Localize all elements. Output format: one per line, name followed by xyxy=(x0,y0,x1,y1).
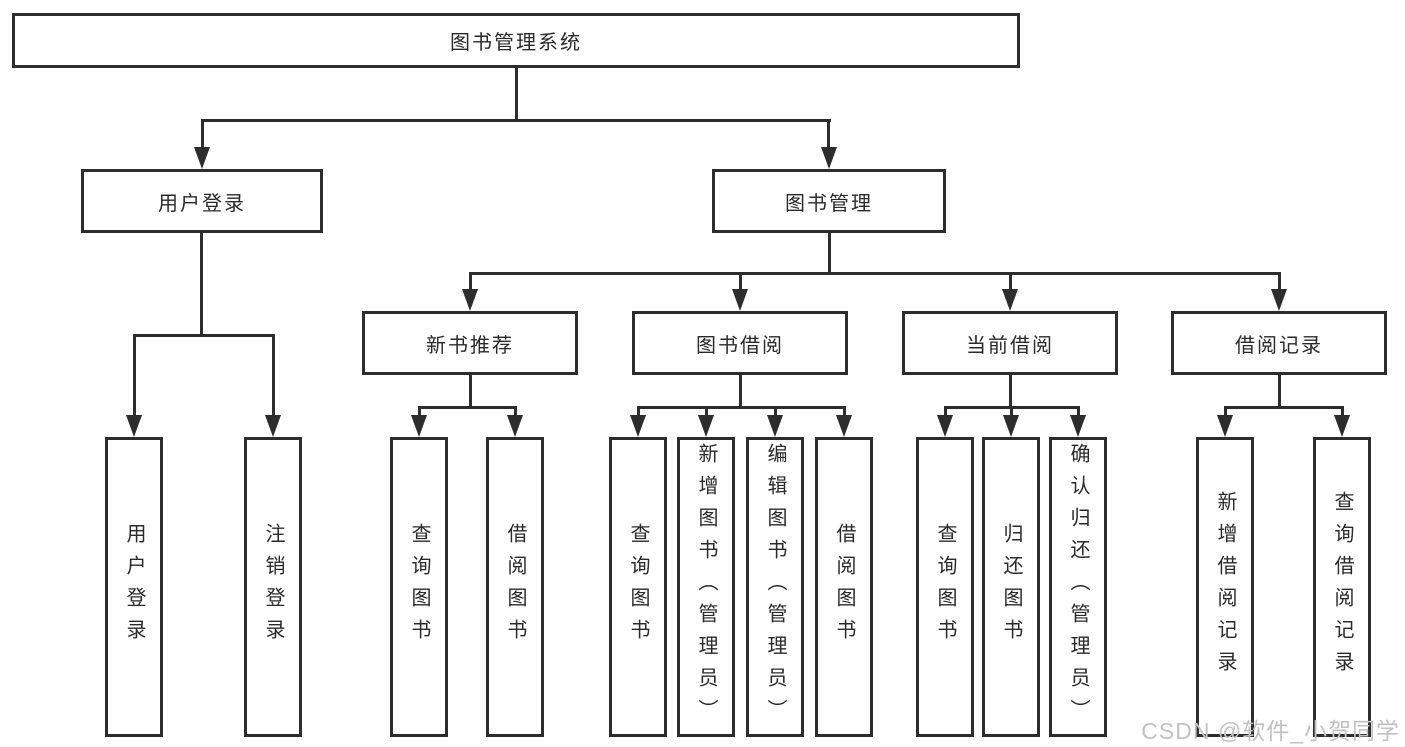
arrowhead-down-icon xyxy=(937,415,953,437)
leaf-logout: 注销登录 xyxy=(244,437,302,737)
connector-line xyxy=(200,233,203,337)
arrowhead-down-icon xyxy=(836,415,852,437)
connector-line xyxy=(514,406,517,418)
arrowhead-down-icon xyxy=(1217,415,1233,437)
arrowhead-down-icon xyxy=(194,147,210,169)
leaf-label: 归还图书 xyxy=(1000,523,1022,651)
connector-line xyxy=(515,67,518,122)
node-new-book-recommend: 新书推荐 xyxy=(362,311,578,375)
arrowhead-down-icon xyxy=(1334,415,1350,437)
arrowhead-down-icon xyxy=(462,289,478,311)
connector-line xyxy=(1010,406,1013,418)
leaf-label: 新增借阅记录 xyxy=(1214,491,1236,683)
leaf-current-query-book: 查询图书 xyxy=(916,437,974,737)
leaf-newbook-borrow-book: 借阅图书 xyxy=(486,437,544,737)
connector-line xyxy=(828,233,831,275)
leaf-label: 查询借阅记录 xyxy=(1331,491,1353,683)
connector-line xyxy=(1009,272,1012,292)
leaf-records-add-record: 新增借阅记录 xyxy=(1196,437,1254,737)
arrowhead-down-icon xyxy=(1271,289,1287,311)
arrowhead-down-icon xyxy=(732,289,748,311)
connector-line xyxy=(1341,406,1344,418)
node-borrowing-records: 借阅记录 xyxy=(1171,311,1387,375)
leaf-label: 新增图书（管理员） xyxy=(695,443,717,731)
arrowhead-down-icon xyxy=(265,415,281,437)
arrowhead-down-icon xyxy=(1002,289,1018,311)
connector-line xyxy=(739,374,742,408)
node-user-login: 用户登录 xyxy=(81,169,323,233)
csdn-watermark: CSDN @软件_小贺同学 xyxy=(1141,718,1400,744)
connector-line xyxy=(739,272,742,292)
connector-line xyxy=(1077,406,1080,418)
connector-line xyxy=(469,374,472,408)
arrowhead-down-icon xyxy=(1070,415,1086,437)
connector-line xyxy=(1009,374,1012,408)
leaf-label: 查询图书 xyxy=(934,523,956,651)
arrowhead-down-icon xyxy=(767,415,783,437)
node-current-borrowing: 当前借阅 xyxy=(902,311,1118,375)
connector-line xyxy=(1224,406,1344,409)
connector-line xyxy=(201,119,831,122)
leaf-borrowing-borrow-book: 借阅图书 xyxy=(815,437,873,737)
connector-line xyxy=(843,406,846,418)
connector-line xyxy=(637,406,640,418)
connector-line xyxy=(637,406,846,409)
leaf-newbook-query-book: 查询图书 xyxy=(390,437,448,737)
leaf-borrowing-add-book-admin: 新增图书（管理员） xyxy=(677,437,735,737)
connector-line xyxy=(133,334,136,417)
leaf-records-query-record: 查询借阅记录 xyxy=(1313,437,1371,737)
leaf-borrowing-query-book: 查询图书 xyxy=(609,437,667,737)
arrowhead-down-icon xyxy=(698,415,714,437)
connector-line xyxy=(418,406,517,409)
leaf-label: 确认归还（管理员） xyxy=(1067,443,1089,731)
leaf-label: 用户登录 xyxy=(123,523,145,651)
node-book-management: 图书管理 xyxy=(712,169,946,233)
connector-line xyxy=(418,406,421,418)
leaf-current-return-book: 归还图书 xyxy=(982,437,1040,737)
connector-line xyxy=(705,406,708,418)
node-book-borrowing: 图书借阅 xyxy=(632,311,848,375)
leaf-label: 查询图书 xyxy=(408,523,430,651)
connector-line xyxy=(827,119,830,149)
connector-line xyxy=(774,406,777,418)
node-library-management-system: 图书管理系统 xyxy=(12,13,1020,68)
arrowhead-down-icon xyxy=(411,415,427,437)
connector-line xyxy=(1278,272,1281,292)
leaf-label: 借阅图书 xyxy=(504,523,526,651)
arrowhead-down-icon xyxy=(507,415,523,437)
connector-line xyxy=(944,406,947,418)
leaf-user-login: 用户登录 xyxy=(105,437,163,737)
arrowhead-down-icon xyxy=(630,415,646,437)
leaf-label: 注销登录 xyxy=(262,523,284,651)
leaf-label: 编辑图书（管理员） xyxy=(764,443,786,731)
arrowhead-down-icon xyxy=(1003,415,1019,437)
connector-line xyxy=(201,119,204,149)
arrowhead-down-icon xyxy=(821,147,837,169)
arrowhead-down-icon xyxy=(126,415,142,437)
leaf-current-confirm-return-admin: 确认归还（管理员） xyxy=(1049,437,1107,737)
leaf-label: 查询图书 xyxy=(627,523,649,651)
connector-line xyxy=(469,272,1281,275)
connector-line xyxy=(272,334,275,417)
connector-line xyxy=(1224,406,1227,418)
connector-line xyxy=(1278,374,1281,408)
leaf-borrowing-edit-book-admin: 编辑图书（管理员） xyxy=(746,437,804,737)
connector-line xyxy=(133,334,275,337)
connector-line xyxy=(469,272,472,292)
leaf-label: 借阅图书 xyxy=(833,523,855,651)
